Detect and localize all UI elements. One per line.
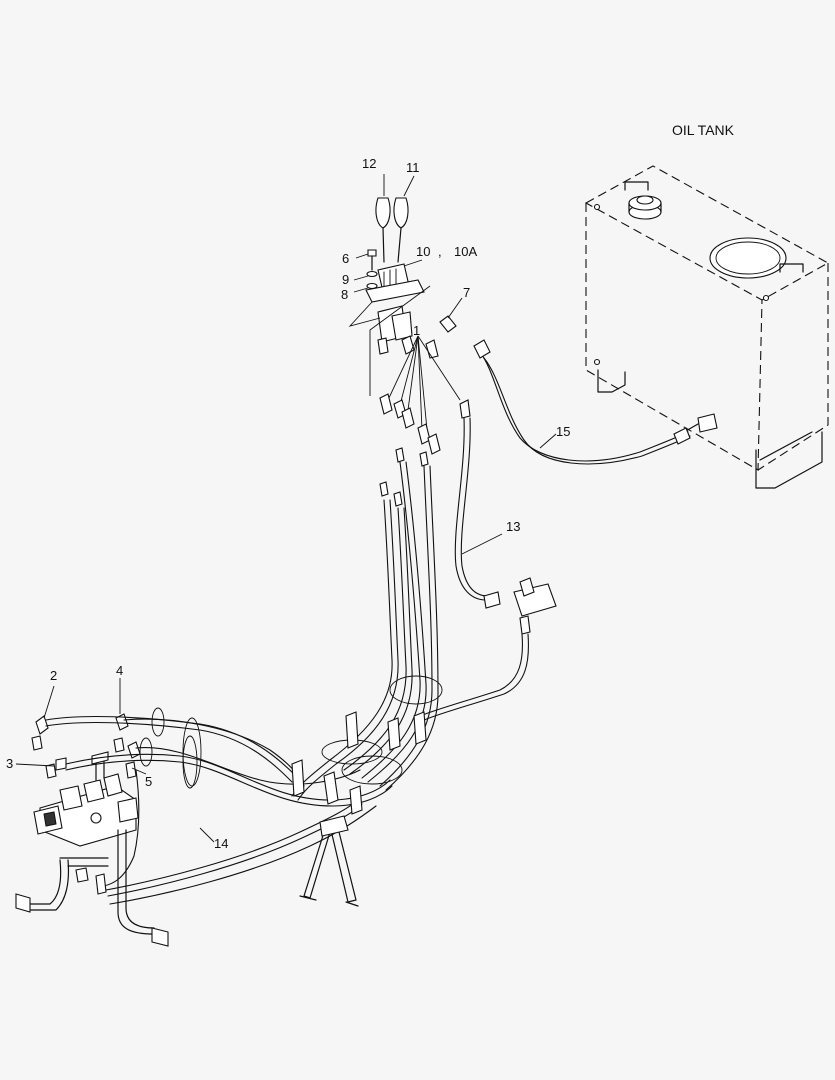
callout-10-separator: , (438, 244, 442, 259)
callout-9: 9 (342, 272, 349, 287)
relief-valve (419, 577, 557, 721)
callout-5: 5 (145, 774, 152, 789)
pipes (15, 829, 169, 947)
hose-15 (473, 339, 691, 465)
callout-8: 8 (341, 287, 348, 302)
callout-1: 1 (413, 323, 420, 338)
callout-15: 15 (556, 424, 570, 439)
callout-11: 11 (406, 160, 420, 175)
callout-12: 12 (362, 156, 376, 171)
callout-14: 14 (214, 836, 228, 851)
control-valve (31, 713, 141, 847)
callout-6: 6 (342, 251, 349, 266)
callout-4: 4 (116, 663, 123, 678)
callout-leaders (15, 174, 557, 843)
callout-13: 13 (506, 519, 520, 534)
oil-tank: OIL TANK (584, 122, 830, 489)
callout-10: 10 (416, 244, 430, 259)
callout-10a: 10A (454, 244, 477, 259)
callout-1-leaders (348, 285, 461, 441)
callout-2: 2 (50, 668, 57, 683)
oil-tank-title: OIL TANK (672, 122, 735, 138)
stand (291, 711, 427, 907)
hose-fittings (379, 393, 471, 507)
callout-7: 7 (463, 285, 470, 300)
pilot-valve (365, 197, 457, 359)
callout-3: 3 (6, 756, 13, 771)
callout-labels: 1 2 3 4 5 6 7 8 9 10 , 10A 11 12 13 14 1… (6, 156, 570, 851)
